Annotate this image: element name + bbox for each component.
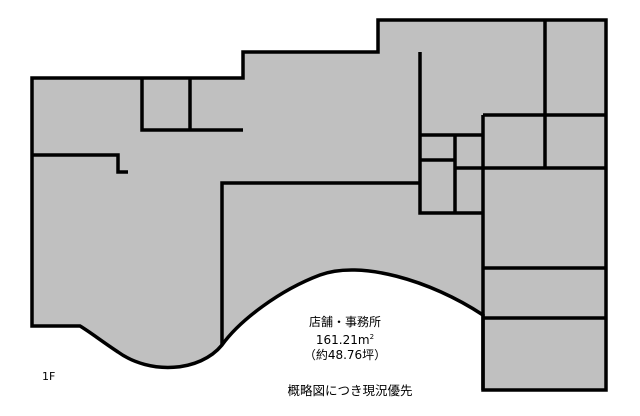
wall-right-rooms [455, 20, 606, 390]
room-label: 店舗・事務所 161.21m2 （約48.76坪） [290, 315, 400, 363]
room-area-tsubo: （約48.76坪） [303, 348, 387, 362]
room-name: 店舗・事務所 [308, 315, 381, 329]
area-unit-sup: 2 [369, 333, 375, 341]
disclaimer-note: 概略図につき現況優先 [287, 383, 413, 398]
wall-left-partition [32, 153, 128, 174]
building-outline [30, 18, 608, 392]
floor-label: 1F [42, 370, 56, 383]
area-unit: m [357, 333, 370, 347]
wall-service-rooms [418, 52, 483, 215]
area-value: 161.21 [315, 333, 358, 347]
room-area: 161.21m2 [290, 330, 400, 348]
wall-inner-corridor [220, 181, 420, 345]
wall-small-rooms-top [140, 78, 243, 132]
interior-walls [32, 20, 606, 390]
